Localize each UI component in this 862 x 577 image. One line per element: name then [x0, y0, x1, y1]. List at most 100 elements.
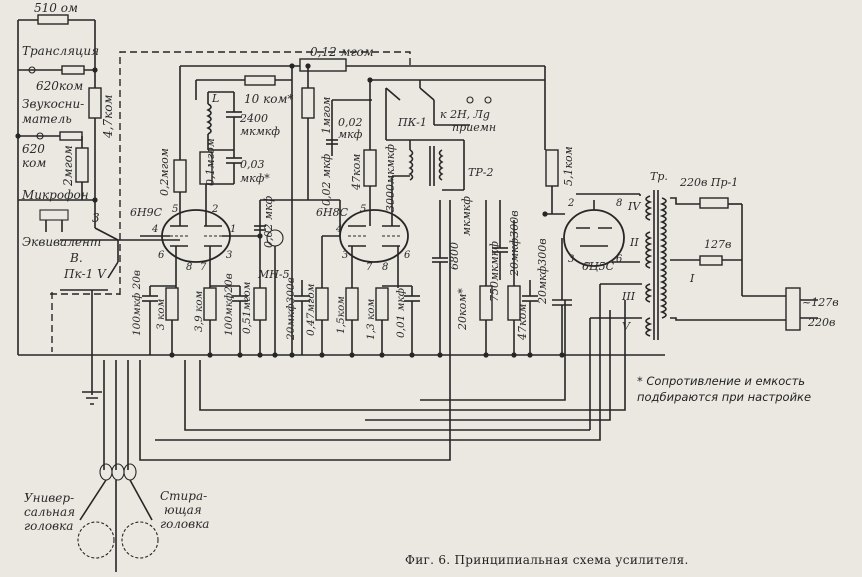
label-0-02-c: 0,02 мкф [320, 153, 333, 206]
label-tube3: 6Ц5С [582, 260, 615, 273]
label-620k-a: 620ком [36, 79, 83, 93]
pin-label: 1 [230, 224, 236, 235]
resistor-1-3k [375, 287, 389, 321]
label-univ-3: головка [24, 519, 73, 533]
label-0-01: 0,01 мкф [395, 288, 407, 338]
label-620k-b-1: 620 [22, 142, 45, 156]
fuse-pr1 [699, 197, 729, 209]
label-20-300-c: 20мкф300в [536, 238, 549, 305]
label-winding-v: V [622, 320, 631, 333]
label-2meg: 2мгом [61, 145, 75, 187]
label-3-9k: 3,9 ком [193, 291, 205, 332]
resistor-510 [37, 14, 69, 25]
label-0-02-b-1: 0,02 [338, 116, 363, 129]
resistor-0-12meg [299, 58, 347, 72]
winding-iii [645, 283, 653, 303]
label-0-51meg: 0,51мгом [241, 282, 253, 334]
label-0-02-a: 0,02 мкф [262, 195, 275, 248]
resistor-1-5k [345, 287, 359, 321]
label-sw-3: 3 [92, 211, 100, 225]
label-plug-220: 220в [807, 316, 835, 329]
label-microphone: Микрофон [21, 188, 89, 202]
label-10k: 10 ком* [244, 92, 293, 106]
figure-caption: Фиг. 6. Принципиальная схема усилителя. [405, 553, 689, 567]
label-0-02-b-2: мкф [338, 128, 363, 141]
pin-label: 4 [335, 224, 342, 235]
pin-label: 7 [200, 262, 207, 273]
label-1meg: 1мгом [320, 97, 333, 134]
label-pickup-1: Звукоcни- [22, 97, 84, 111]
label-3000: 3000мкмкф [384, 144, 397, 212]
label-47k-b: 47ком [350, 154, 363, 191]
label-winding-iv: IV [627, 200, 641, 213]
resistor-5-1k [545, 149, 559, 187]
mains-plug [785, 287, 801, 331]
label-plug-127: ~127в [802, 296, 839, 309]
label-winding-iii: III [621, 290, 636, 303]
label-20-300-b: 20мкф300в [508, 210, 521, 277]
pin-label: 6 [404, 250, 411, 261]
coil-l [206, 103, 212, 135]
pin-label: 2 [567, 198, 574, 209]
power-section [544, 66, 818, 430]
label-sw-b: В. [69, 251, 83, 265]
input-section [17, 14, 180, 405]
pin-label: 8 [382, 262, 388, 273]
label-univ-1: Универ- [24, 491, 74, 505]
jack-translation [28, 66, 36, 74]
label-127-mid: 127в [704, 238, 731, 251]
label-pk1-v: Пк-1 V [63, 267, 107, 281]
pin-label: 8 [186, 262, 192, 273]
resistor-4-7k [88, 87, 102, 119]
label-univ-2: сальная [24, 505, 75, 519]
label-equivalent: Эквивалент [22, 235, 101, 249]
resistor-0-2meg [173, 159, 187, 193]
label-0-03-1: 0,03 [240, 158, 265, 171]
universal-head [77, 521, 115, 559]
label-1-3k: 1,3 ком [365, 299, 377, 340]
component-labels: 510 ом Трансляция 620ком Звукоcни- мател… [21, 1, 839, 533]
resistor-620k-a [61, 65, 85, 75]
label-to-2n: к 2Н, Лg [440, 108, 490, 121]
resistor-47k-b [363, 149, 377, 187]
junction-dots [15, 63, 565, 358]
pin-label: 4 [151, 224, 158, 235]
pin-label: 6 [158, 250, 165, 261]
winding-iv [645, 195, 653, 221]
resistor-3-9k [203, 287, 217, 321]
pin-label: 2 [211, 204, 218, 215]
label-winding-ii: II [629, 236, 639, 249]
label-erase-1: Стира- [160, 489, 207, 503]
pin-label: 3 [226, 250, 232, 261]
pin-label: 6 [616, 254, 623, 265]
label-pk1-top: ПК-1 [397, 116, 427, 129]
resistor-127v-tap [699, 255, 723, 266]
label-510-ohm: 510 ом [34, 1, 78, 15]
label-100-20: 100мкф 20в [131, 270, 143, 336]
pin-label: 8 [616, 198, 622, 209]
label-20-300-a: 20мкф300в [285, 277, 297, 341]
label-750: 750мкмкф [488, 241, 501, 302]
label-0-03-2: мкф* [240, 172, 270, 185]
label-pickup-2: матель [22, 112, 72, 126]
pin-label: 7 [366, 262, 373, 273]
label-0-47meg: 0,47мгом [305, 284, 317, 336]
label-6800-1: 6800 [448, 242, 461, 270]
label-20k: 20ком* [456, 288, 469, 331]
resistor-0-51meg [253, 287, 267, 321]
pin-label: 5 [360, 204, 366, 215]
pin-label: 7 [584, 262, 591, 273]
label-coil-l: L [211, 92, 219, 105]
label-1-5k: 1,5ком [335, 296, 347, 334]
pin-label: 3 [568, 254, 574, 265]
transformer-tr2-secondary [438, 149, 444, 181]
jack-pickup [36, 132, 44, 140]
winding-v [645, 317, 653, 337]
label-4-7k-a: 4,7ком [101, 95, 115, 139]
resistor-2meg [75, 147, 89, 183]
switch-linkage [119, 51, 411, 295]
label-100-20b: 100мкф20в [223, 273, 235, 336]
label-6800-2: мкмкф [460, 196, 473, 236]
